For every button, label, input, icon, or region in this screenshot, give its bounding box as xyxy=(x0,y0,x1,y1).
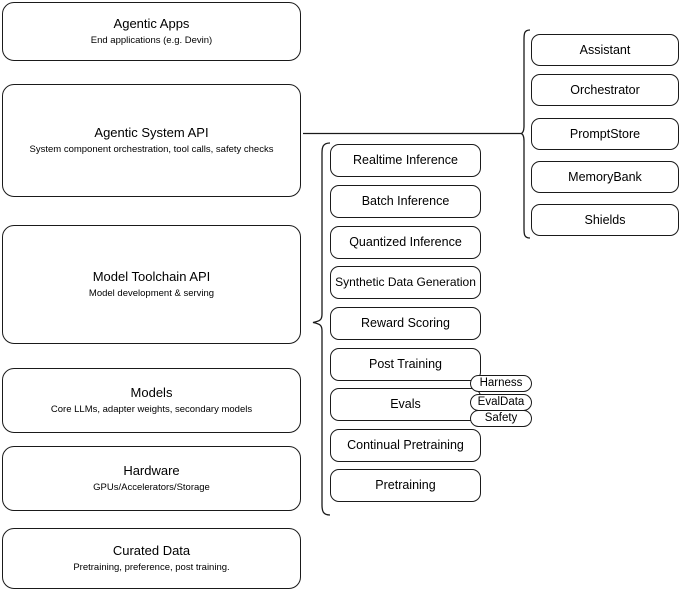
eval-badge-evaldata[interactable]: EvalData xyxy=(470,394,532,411)
eval-badge-harness[interactable]: Harness xyxy=(470,375,532,392)
layer-models[interactable]: Models Core LLMs, adapter weights, secon… xyxy=(2,368,301,433)
capability-pretraining[interactable]: Pretraining xyxy=(330,469,481,502)
layer-subtitle: Model development & serving xyxy=(88,288,215,299)
component-orchestrator[interactable]: Orchestrator xyxy=(531,74,679,106)
capability-post-training[interactable]: Post Training xyxy=(330,348,481,381)
layer-subtitle: End applications (e.g. Devin) xyxy=(90,35,213,46)
layer-title: Agentic Apps xyxy=(113,16,190,31)
capability-batch-inference[interactable]: Batch Inference xyxy=(330,185,481,218)
component-promptstore[interactable]: PromptStore xyxy=(531,118,679,150)
layer-title: Hardware xyxy=(123,463,180,478)
layer-title: Curated Data xyxy=(112,543,191,558)
layer-curated-data[interactable]: Curated Data Pretraining, preference, po… xyxy=(2,528,301,589)
layer-subtitle: GPUs/Accelerators/Storage xyxy=(93,482,210,493)
brace-right-column xyxy=(520,29,531,239)
capability-quantized-inference[interactable]: Quantized Inference xyxy=(330,226,481,259)
layer-hardware[interactable]: Hardware GPUs/Accelerators/Storage xyxy=(2,446,301,511)
layer-agentic-system-api[interactable]: Agentic System API System component orch… xyxy=(2,84,301,197)
layer-title: Model Toolchain API xyxy=(92,269,211,284)
capability-continual-pretraining[interactable]: Continual Pretraining xyxy=(330,429,481,462)
layer-title: Agentic System API xyxy=(94,125,209,140)
capability-evals[interactable]: Evals xyxy=(330,388,481,421)
component-assistant[interactable]: Assistant xyxy=(531,34,679,66)
eval-badge-safety[interactable]: Safety xyxy=(470,410,532,427)
capability-reward-scoring[interactable]: Reward Scoring xyxy=(330,307,481,340)
layer-agentic-apps[interactable]: Agentic Apps End applications (e.g. Devi… xyxy=(2,2,301,61)
layer-model-toolchain-api[interactable]: Model Toolchain API Model development & … xyxy=(2,225,301,344)
layer-title: Models xyxy=(130,385,173,400)
layer-subtitle: Core LLMs, adapter weights, secondary mo… xyxy=(50,404,253,415)
layer-subtitle: System component orchestration, tool cal… xyxy=(29,144,274,155)
capability-synthetic-data-generation[interactable]: Synthetic Data Generation xyxy=(330,266,481,299)
component-memorybank[interactable]: MemoryBank xyxy=(531,161,679,193)
brace-middle-column xyxy=(312,142,331,516)
component-shields[interactable]: Shields xyxy=(531,204,679,236)
layer-subtitle: Pretraining, preference, post training. xyxy=(73,562,230,573)
capability-realtime-inference[interactable]: Realtime Inference xyxy=(330,144,481,177)
